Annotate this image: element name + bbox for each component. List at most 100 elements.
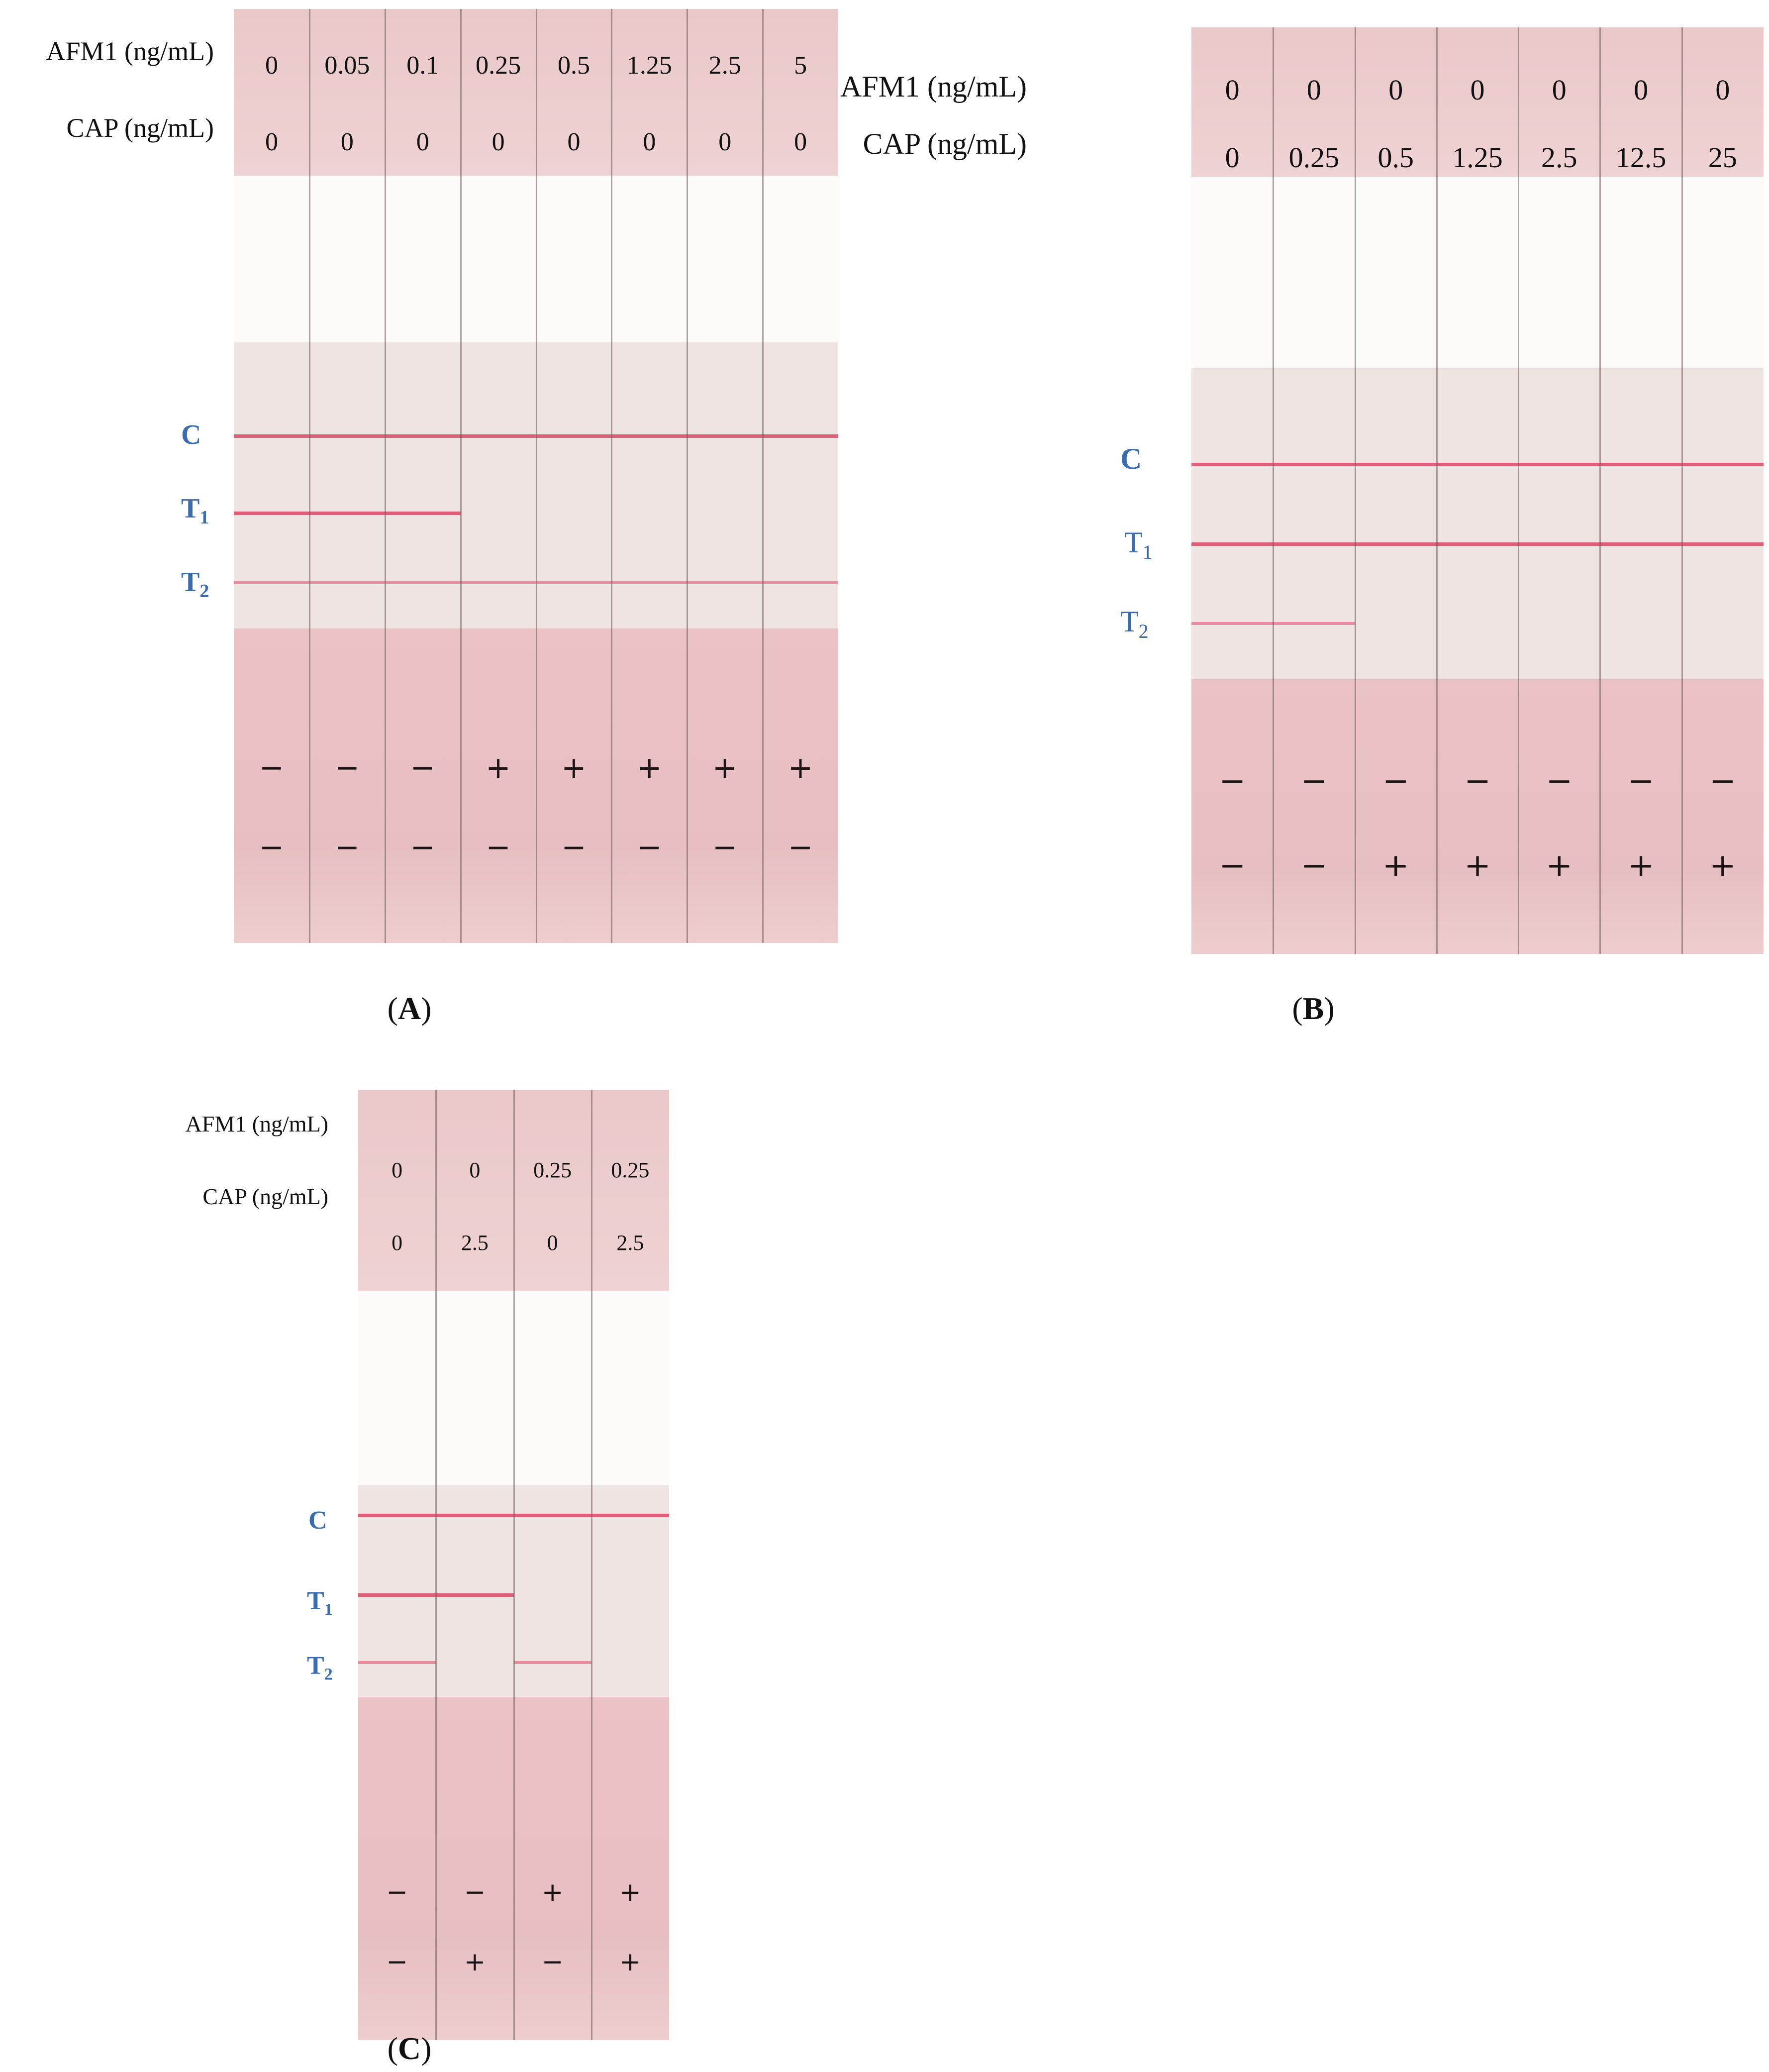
strip-window	[358, 1291, 436, 1485]
control-line	[513, 1514, 591, 1517]
strip-membrane	[1681, 368, 1764, 679]
sample-well	[1355, 27, 1437, 177]
test-line-1	[1436, 542, 1519, 546]
strip-divider	[611, 9, 613, 943]
sample-well	[234, 9, 309, 176]
strip-membrane	[763, 342, 838, 628]
cap-value: 0.25	[1288, 141, 1340, 174]
cap-value: 1.25	[1452, 141, 1503, 174]
strip-membrane	[591, 1485, 669, 1697]
cap-value: 12.5	[1615, 141, 1667, 174]
afm1-value: 0.05	[324, 51, 370, 80]
strip-divider	[513, 1090, 515, 2040]
strip-membrane	[1273, 368, 1355, 679]
afm1-result-sign: +	[486, 750, 511, 785]
strip-divider	[384, 9, 386, 943]
strip-membrane	[460, 342, 536, 628]
afm1-result-sign: −	[259, 750, 285, 785]
test-line-1	[1273, 542, 1355, 546]
control-line	[385, 434, 461, 438]
afm1-value: 0	[1715, 74, 1730, 106]
cap-result-sign: −	[1219, 847, 1246, 884]
afm1-value: 0	[1552, 74, 1567, 106]
strip-membrane	[1518, 368, 1600, 679]
afm1-result-sign: −	[1300, 763, 1328, 800]
cap-result-sign: −	[486, 830, 511, 865]
sample-well	[1681, 27, 1764, 177]
strip-divider	[460, 9, 462, 943]
strip-membrane	[1191, 368, 1274, 679]
afm1-result-sign: +	[619, 1877, 641, 1907]
cap-value: 0.5	[1377, 141, 1414, 174]
strip-divider	[435, 1090, 437, 2040]
strip-window	[611, 176, 688, 342]
afm1-value: 0	[265, 51, 278, 80]
cap-value: 0	[718, 128, 732, 156]
test-strip	[611, 9, 688, 943]
test-line-2-label: T2	[181, 567, 209, 602]
control-line-label: C	[308, 1506, 327, 1535]
strip-window	[591, 1291, 669, 1485]
sample-well	[591, 1090, 669, 1291]
absorbent-pad	[385, 628, 461, 943]
strip-window	[460, 176, 536, 342]
strip-membrane	[1436, 368, 1519, 679]
control-line	[1355, 463, 1437, 466]
test-strip-photo	[358, 1090, 669, 2040]
control-line	[1681, 463, 1764, 466]
strip-membrane	[1355, 368, 1437, 679]
afm1-result-sign: −	[1546, 763, 1573, 800]
strip-divider	[1518, 27, 1520, 954]
cap-result-sign: −	[712, 830, 738, 865]
cap-value: 0	[392, 1231, 403, 1255]
strip-window	[513, 1291, 591, 1485]
test-strip	[1681, 27, 1764, 954]
strip-divider	[687, 9, 688, 943]
strip-divider	[1273, 27, 1275, 954]
afm1-value: 0.25	[611, 1158, 650, 1182]
cap-result-sign: +	[619, 1947, 641, 1977]
absorbent-pad	[536, 628, 612, 943]
strip-window	[436, 1291, 514, 1485]
control-line	[234, 434, 309, 438]
afm1-result-sign: −	[1382, 763, 1409, 800]
test-line-2	[513, 1661, 591, 1664]
sample-well	[687, 9, 763, 176]
sample-well	[611, 9, 688, 176]
sample-well	[536, 9, 612, 176]
strip-window	[234, 176, 309, 342]
afm1-result-sign: −	[464, 1877, 486, 1907]
test-line-1	[1681, 542, 1764, 546]
cap-result-sign: −	[386, 1947, 408, 1977]
afm1-result-sign: −	[386, 1877, 408, 1907]
strip-window	[687, 176, 763, 342]
absorbent-pad	[309, 628, 385, 943]
test-line-1-label: T1	[181, 493, 209, 528]
test-strip	[763, 9, 838, 943]
afm1-value: 1.25	[626, 51, 672, 80]
strip-window	[309, 176, 385, 342]
test-strip	[513, 1090, 591, 2040]
test-strip	[1518, 27, 1600, 954]
panel-caption: (A)	[387, 991, 432, 1026]
afm1-value: 0	[1634, 74, 1649, 106]
test-line-1	[1518, 542, 1600, 546]
test-line-1	[234, 512, 309, 515]
test-strip	[687, 9, 763, 943]
test-strip	[1436, 27, 1519, 954]
strip-window	[1436, 177, 1519, 368]
control-line-label: C	[1120, 442, 1142, 475]
control-line	[1273, 463, 1355, 466]
strip-window	[1518, 177, 1600, 368]
strip-membrane	[536, 342, 612, 628]
afm1-result-sign: −	[1709, 763, 1736, 800]
cap-value: 2.5	[616, 1231, 644, 1255]
absorbent-pad	[1191, 679, 1274, 954]
cap-value: 0	[265, 128, 278, 156]
strip-membrane	[234, 342, 309, 628]
test-strip	[591, 1090, 669, 2040]
sample-well	[436, 1090, 514, 1291]
test-line-1	[1191, 542, 1274, 546]
